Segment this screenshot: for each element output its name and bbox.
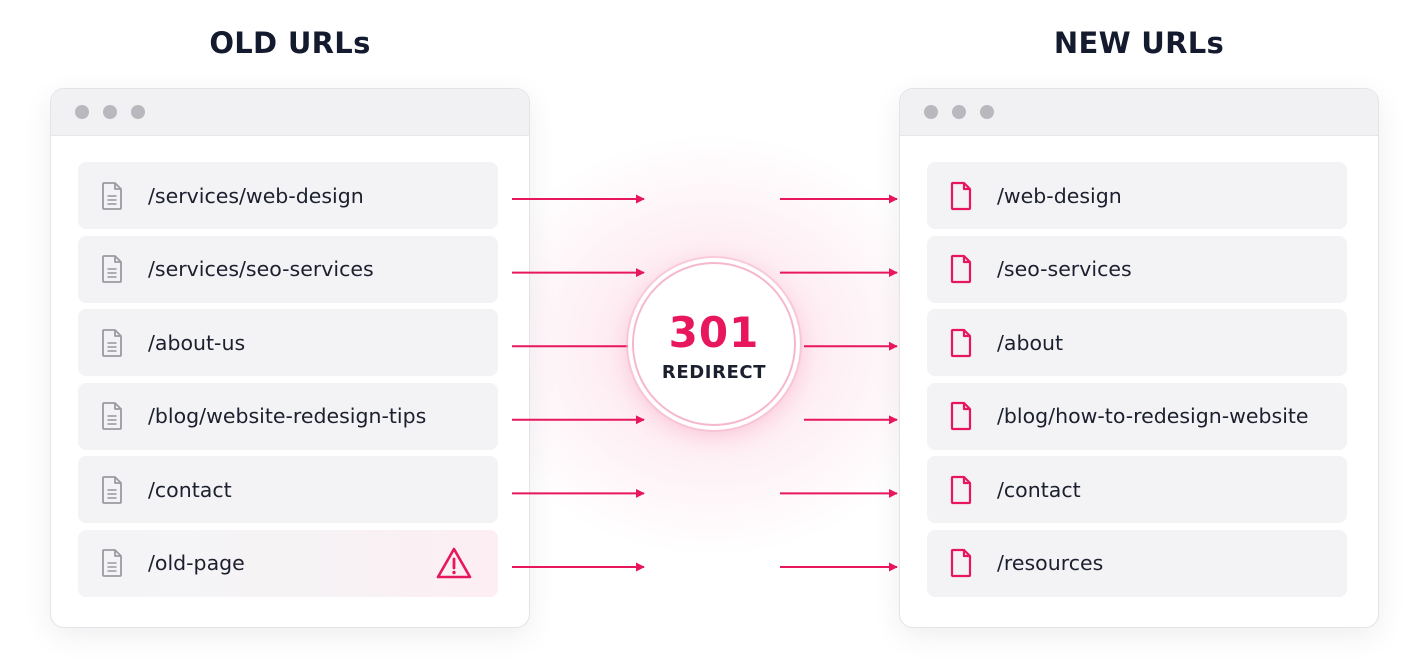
- new-url-path: /resources: [997, 551, 1104, 576]
- old-url-row: /services/web-design: [78, 162, 498, 229]
- window-dot-icon: [980, 105, 994, 119]
- redirect-label: REDIRECT: [661, 362, 767, 383]
- warning-triangle-icon: [436, 546, 472, 580]
- document-icon: [100, 548, 124, 578]
- document-icon: [100, 328, 124, 358]
- new-url-path: /contact: [997, 477, 1081, 502]
- document-icon: [100, 401, 124, 431]
- old-url-path: /old-page: [148, 551, 245, 576]
- old-url-row: /contact: [78, 456, 498, 524]
- new-url-path: /about: [997, 330, 1064, 355]
- old-url-path: /blog/website-redesign-tips: [148, 404, 427, 429]
- window-dot-icon: [131, 105, 145, 119]
- new-url-path: /seo-services: [997, 257, 1132, 282]
- new-url-row: /about: [927, 309, 1347, 377]
- new-urls-heading: NEW URLs: [1053, 26, 1225, 60]
- new-url-row: /resources: [927, 529, 1347, 597]
- document-icon: [100, 475, 124, 505]
- new-url-row: /web-design: [927, 162, 1347, 229]
- new-url-row: /seo-services: [927, 235, 1347, 303]
- document-icon: [949, 254, 973, 284]
- old-url-row: /about-us: [78, 309, 498, 377]
- document-icon: [949, 548, 973, 578]
- document-icon: [949, 181, 973, 211]
- old-url-path: /services/web-design: [148, 183, 364, 208]
- old-url-list: /services/web-design/services/seo-servic…: [78, 162, 498, 604]
- old-url-row: /blog/website-redesign-tips: [78, 382, 498, 450]
- old-url-path: /contact: [148, 477, 232, 502]
- new-url-path: /web-design: [997, 183, 1122, 208]
- new-urls-window: /web-design/seo-services/about/blog/how-…: [899, 88, 1379, 628]
- document-icon: [949, 401, 973, 431]
- old-urls-window: /services/web-design/services/seo-servic…: [50, 88, 530, 628]
- new-url-list: /web-design/seo-services/about/blog/how-…: [927, 162, 1347, 604]
- window-dot-icon: [924, 105, 938, 119]
- document-icon: [949, 328, 973, 358]
- old-url-path: /services/seo-services: [148, 257, 374, 282]
- window-titlebar: [900, 89, 1378, 136]
- redirect-code: 301: [668, 308, 760, 357]
- window-dot-icon: [952, 105, 966, 119]
- window-dot-icon: [75, 105, 89, 119]
- old-url-path: /about-us: [148, 330, 246, 355]
- window-dot-icon: [103, 105, 117, 119]
- redirect-badge: 301 REDIRECT: [632, 262, 796, 426]
- document-icon: [949, 475, 973, 505]
- document-icon: [100, 181, 124, 211]
- new-url-row: /blog/how-to-redesign-website: [927, 382, 1347, 450]
- new-url-path: /blog/how-to-redesign-website: [997, 404, 1309, 429]
- window-titlebar: [51, 89, 529, 136]
- document-icon: [100, 254, 124, 284]
- old-url-row: /services/seo-services: [78, 235, 498, 303]
- new-url-row: /contact: [927, 456, 1347, 524]
- old-url-row: /old-page: [78, 529, 498, 597]
- old-urls-heading: OLD URLs: [209, 26, 371, 60]
